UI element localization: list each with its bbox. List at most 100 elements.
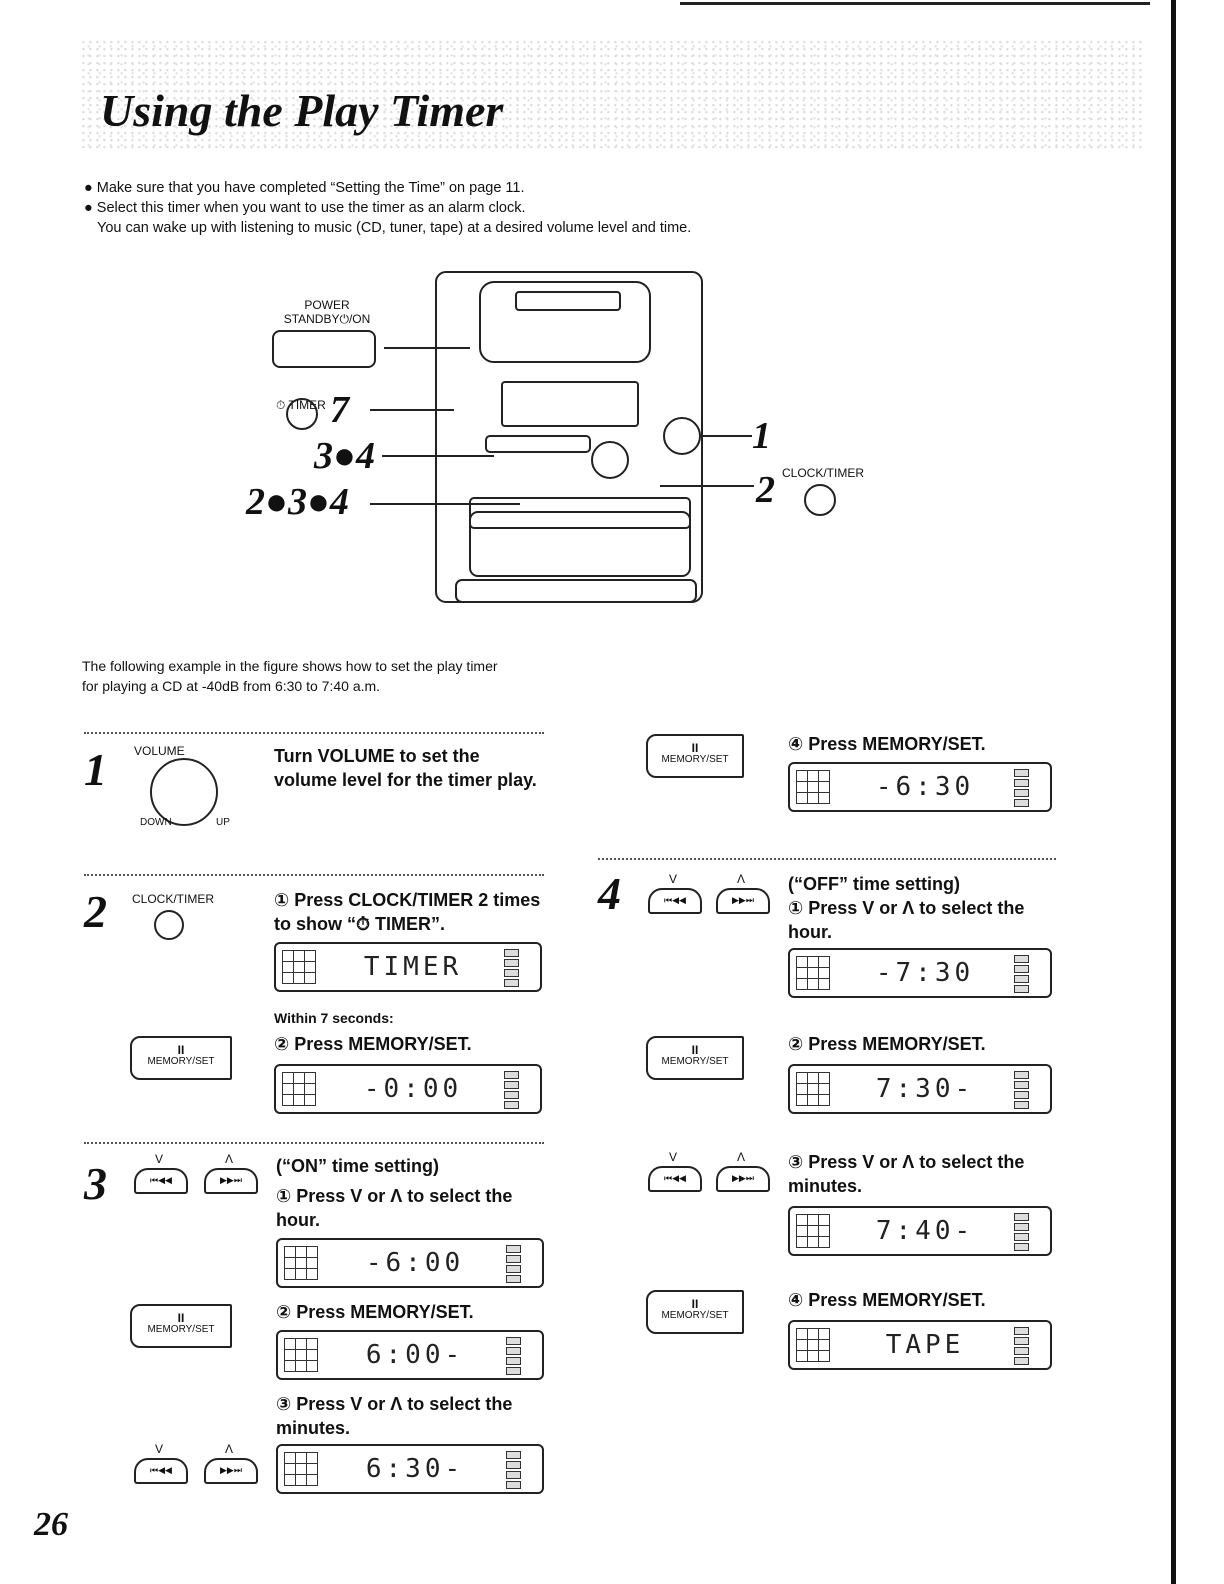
clock-timer-figure-label: CLOCK/TIMER [782,466,865,480]
lcd-indicator-icon [1014,955,1044,993]
lcd-grid-icon [282,950,316,984]
step-4-instruction-4: ④ Press MEMORY/SET. [788,1290,986,1310]
down-arrow-label: V [668,1150,677,1164]
step-1-number: 1 [84,744,107,795]
intro-bullets: ● Make sure that you have completed “Set… [84,178,691,238]
stereo-system-illustration [370,271,754,603]
up-arrow-label: Λ [736,1150,745,1164]
lcd-grid-icon [284,1246,318,1280]
callout-2-right: 2 [756,469,775,511]
lcd-text: 6:00- [365,1340,465,1370]
cd-slot [515,291,621,311]
step-3-instruction-2: ② Press MEMORY/SET. [276,1302,474,1322]
skip-back-button-illustration: ⏮◀◀ [648,888,702,914]
lcd-text: 7:30- [875,1074,975,1104]
volume-down-label: DOWN [140,817,172,828]
lcd-indicator-icon [1014,1071,1044,1109]
lcd-text: -6:00 [365,1248,465,1278]
page-title: Using the Play Timer [100,85,504,136]
skip-forward-button-illustration: ▶▶⏭ [716,1166,770,1192]
clock-timer-step-label: CLOCK/TIMER [132,892,215,906]
step-3-heading: (“ON” time setting) [276,1156,440,1176]
step-4-number: 4 [598,868,621,919]
example-line-1: The following example in the figure show… [82,658,498,674]
top-deck [479,281,651,363]
bullet-2-continuation: You can wake up with listening to music … [97,220,692,236]
clock-timer-button-illustration [804,484,836,516]
lcd-display-6-30: 6:30- [276,1444,544,1494]
callout-1: 1 [752,415,771,457]
lcd-display-0-00: -0:00 [274,1064,542,1114]
separator-step4 [598,858,1056,860]
lcd-indicator-icon [506,1451,536,1489]
power-standby-label: POWER STANDBY⏻/ON [283,298,371,326]
step-3-number: 3 [84,1158,107,1209]
lcd-text: 6:30- [365,1454,465,1484]
down-arrow-label: V [154,1442,163,1456]
volume-knob-icon [150,758,218,826]
top-rule [680,2,1150,5]
right-edge-rule [1171,0,1176,1584]
step-3-instruction-4: ④ Press MEMORY/SET. [788,734,986,754]
volume-knob [663,417,701,455]
jog-dial [591,441,629,479]
lcd-display-6-00-off: 6:00- [276,1330,544,1380]
callout-7: 7 [330,389,349,431]
separator-step1 [84,732,544,734]
title-background [82,40,1142,150]
control-panel [485,435,591,453]
step-1-instruction: Turn VOLUME to set the volume level for … [274,746,537,790]
step-4-instruction-3: ③ Press V or Λ to select the minutes. [788,1152,1025,1196]
bullet-1: ● Make sure that you have completed “Set… [84,180,525,196]
timer-button-illustration [286,398,318,430]
lcd-indicator-icon [506,1245,536,1283]
lcd-display-7-30-set: 7:30- [788,1064,1052,1114]
up-arrow-label: Λ [224,1442,233,1456]
within-seven-seconds: Within 7 seconds: [274,1010,394,1026]
speaker-grille [455,579,697,603]
lcd-grid-icon [284,1452,318,1486]
skip-forward-button-illustration: ▶▶⏭ [204,1458,258,1484]
lcd-display-timer: TIMER [274,942,542,992]
lcd-indicator-icon [504,1071,534,1109]
skip-back-button-illustration: ⏮◀◀ [648,1166,702,1192]
lcd-text: 7:40- [875,1216,975,1246]
step-2-instruction-2: ② Press MEMORY/SET. [274,1034,472,1054]
lcd-indicator-icon [1014,1213,1044,1251]
lcd-indicator-icon [506,1337,536,1375]
display-window [501,381,639,427]
lcd-indicator-icon [1014,1327,1044,1365]
tape-deck-upper [469,497,691,529]
down-arrow-label: V [668,872,677,886]
lcd-text: TAPE [885,1330,965,1360]
skip-forward-button-illustration: ▶▶⏭ [204,1168,258,1194]
bullet-2: ● Select this timer when you want to use… [84,200,526,216]
lcd-grid-icon [282,1072,316,1106]
timer-clock-icon: ⏱ [276,398,286,412]
step-4-heading: (“OFF” time setting) [788,874,960,894]
lcd-display-tape: TAPE [788,1320,1052,1370]
lcd-grid-icon [796,770,830,804]
example-line-2: for playing a CD at -40dB from 6:30 to 7… [82,678,381,694]
page-number: 26 [34,1506,68,1543]
callout-2-3-4: 2●3●4 [246,481,349,523]
volume-label: VOLUME [134,744,185,758]
step-2-instruction: ① Press CLOCK/TIMER 2 times to show “⏱ T… [274,890,541,934]
lcd-grid-icon [284,1338,318,1372]
lcd-indicator-icon [504,949,534,987]
lcd-grid-icon [796,1072,830,1106]
step-4-instruction-1: ① Press V or Λ to select the hour. [788,898,1025,942]
skip-back-button-illustration: ⏮◀◀ [134,1458,188,1484]
callout-3-4: 3●4 [314,435,375,477]
skip-back-button-illustration: ⏮◀◀ [134,1168,188,1194]
lcd-text: -0:00 [363,1074,463,1104]
step-2-number: 2 [84,886,107,937]
step-4-instruction-2: ② Press MEMORY/SET. [788,1034,986,1054]
lcd-grid-icon [796,1328,830,1362]
up-arrow-label: Λ [736,872,745,886]
